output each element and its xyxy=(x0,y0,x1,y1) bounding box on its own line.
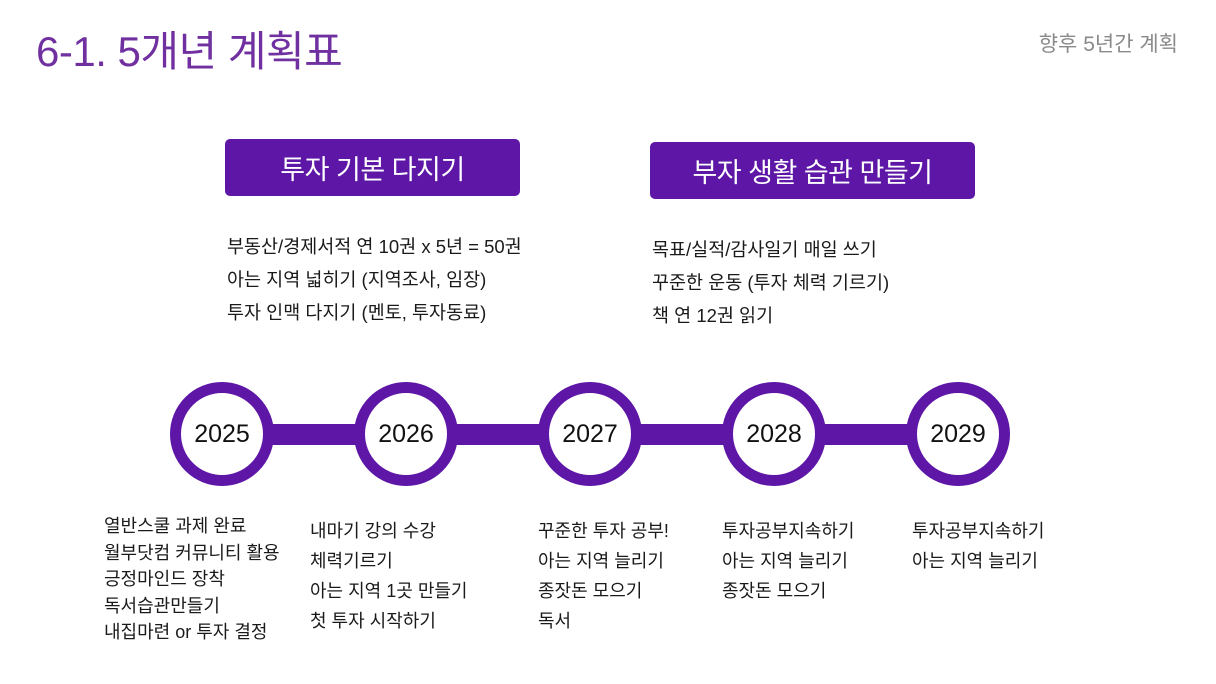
section-item: 책 연 12권 읽기 xyxy=(652,305,774,326)
section-item: 투자 인맥 다지기 (멘토, 투자동료) xyxy=(227,302,487,323)
year-tasks-2029: 투자공부지속하기 아는 지역 늘리기 xyxy=(912,516,1044,576)
task-item: 아는 지역 늘리기 xyxy=(722,551,848,571)
timeline-year-label: 2025 xyxy=(194,419,250,448)
task-item: 독서 xyxy=(538,611,572,631)
section-heading-rich-habits: 부자 생활 습관 만들기 xyxy=(650,142,975,199)
task-item: 종잣돈 모으기 xyxy=(538,581,643,601)
section-item: 부동산/경제서적 연 10권 x 5년 = 50권 xyxy=(227,236,522,257)
page-title: 6-1. 5개년 계획표 xyxy=(36,28,343,75)
section-items-rich-habits: 목표/실적/감사일기 매일 쓰기 꾸준한 운동 (투자 체력 기르기) 책 연 … xyxy=(652,233,889,332)
task-item: 내마기 강의 수강 xyxy=(310,521,436,541)
year-tasks-2026: 내마기 강의 수강 체력기르기 아는 지역 1곳 만들기 첫 투자 시작하기 xyxy=(310,516,468,636)
task-item: 아는 지역 늘리기 xyxy=(538,551,664,571)
task-item: 독서습관만들기 xyxy=(104,595,220,616)
task-item: 월부닷컴 커뮤니티 활용 xyxy=(104,542,280,563)
timeline-node-2028: 2028 xyxy=(722,382,826,486)
task-item: 아는 지역 1곳 만들기 xyxy=(310,581,468,601)
section-item: 아는 지역 넓히기 (지역조사, 임장) xyxy=(227,269,487,290)
task-item: 내집마련 or 투자 결정 xyxy=(104,622,268,642)
section-items-invest-basics: 부동산/경제서적 연 10권 x 5년 = 50권 아는 지역 넓히기 (지역조… xyxy=(227,230,522,329)
task-item: 긍정마인드 장착 xyxy=(104,569,225,589)
timeline-year-label: 2029 xyxy=(930,419,986,448)
timeline-node-2027: 2027 xyxy=(538,382,642,486)
timeline-year-label: 2026 xyxy=(378,419,434,448)
task-item: 꾸준한 투자 공부! xyxy=(538,521,669,541)
year-tasks-2027: 꾸준한 투자 공부! 아는 지역 늘리기 종잣돈 모으기 독서 xyxy=(538,516,669,636)
timeline-node-2025: 2025 xyxy=(170,382,274,486)
year-tasks-2028: 투자공부지속하기 아는 지역 늘리기 종잣돈 모으기 xyxy=(722,516,854,606)
task-item: 종잣돈 모으기 xyxy=(722,581,827,601)
year-tasks-2025: 열반스쿨 과제 완료 월부닷컴 커뮤니티 활용 긍정마인드 장착 독서습관만들기… xyxy=(104,513,280,646)
task-item: 열반스쿨 과제 완료 xyxy=(104,516,247,536)
timeline-node-2026: 2026 xyxy=(354,382,458,486)
timeline-year-label: 2028 xyxy=(746,419,802,448)
section-item: 목표/실적/감사일기 매일 쓰기 xyxy=(652,239,877,260)
timeline-node-2029: 2029 xyxy=(906,382,1010,486)
slide-subtitle: 향후 5년간 계획 xyxy=(1038,33,1178,56)
task-item: 체력기르기 xyxy=(310,551,393,571)
task-item: 첫 투자 시작하기 xyxy=(310,611,436,631)
section-item: 꾸준한 운동 (투자 체력 기르기) xyxy=(652,272,890,293)
task-item: 투자공부지속하기 xyxy=(722,521,855,541)
section-heading-invest-basics: 투자 기본 다지기 xyxy=(225,139,520,196)
task-item: 아는 지역 늘리기 xyxy=(912,551,1038,571)
task-item: 투자공부지속하기 xyxy=(912,521,1045,541)
timeline-year-label: 2027 xyxy=(562,419,618,448)
